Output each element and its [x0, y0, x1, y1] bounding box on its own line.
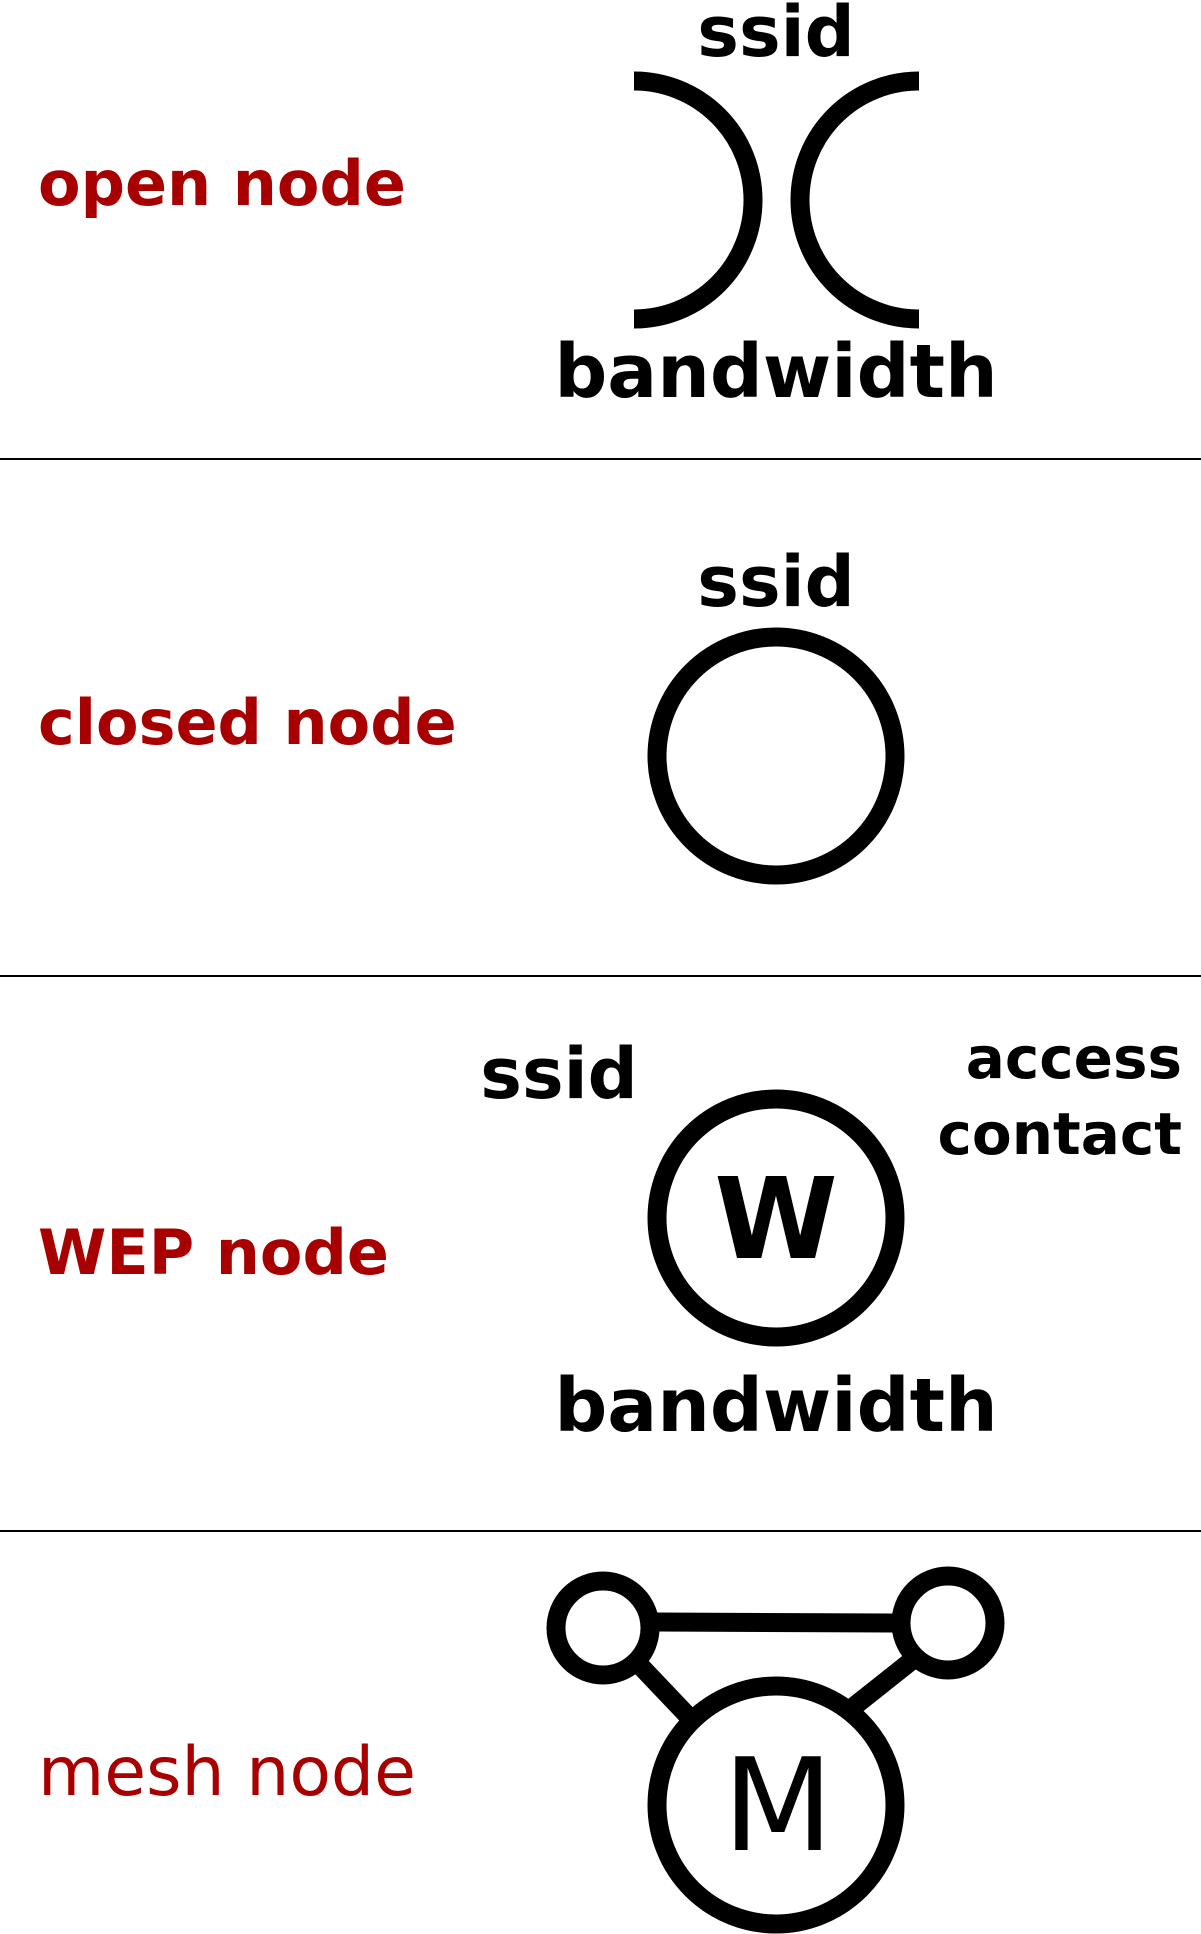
mesh-peer-node-right [891, 1566, 1005, 1680]
closed-node-section: closed node ssid [38, 541, 905, 885]
closed-node-title: closed node [38, 686, 457, 759]
open-node-title: open node [38, 147, 406, 220]
open-node-bandwidth-label: bandwidth [554, 329, 997, 415]
mesh-peer-node-left [546, 1571, 660, 1685]
mesh-main-node [647, 1676, 905, 1934]
mesh-node-symbol [546, 1566, 1005, 1934]
closed-node-ssid-label: ssid [697, 541, 854, 623]
mesh-node-center-letter: M [723, 1732, 833, 1881]
closed-node-symbol [647, 627, 905, 885]
open-node-section: open node ssid bandwidth [38, 0, 998, 415]
mesh-node-section: mesh node M [38, 1566, 1005, 1934]
wep-node-bandwidth-label: bandwidth [554, 1363, 997, 1449]
wep-node-title: WEP node [38, 1216, 389, 1289]
wep-node-access-label: access [966, 1024, 1182, 1092]
wep-node-contact-label: contact [938, 1100, 1183, 1168]
wep-node-symbol [647, 1089, 905, 1347]
mesh-node-title: mesh node [38, 1733, 416, 1812]
open-node-symbol [633, 71, 920, 329]
wep-node-center-letter: W [714, 1155, 838, 1285]
open-node-ssid-label: ssid [697, 0, 854, 73]
wep-node-ssid-label: ssid [480, 1033, 637, 1115]
wep-node-section: WEP node ssid access contact W bandwidth [38, 1024, 1182, 1449]
